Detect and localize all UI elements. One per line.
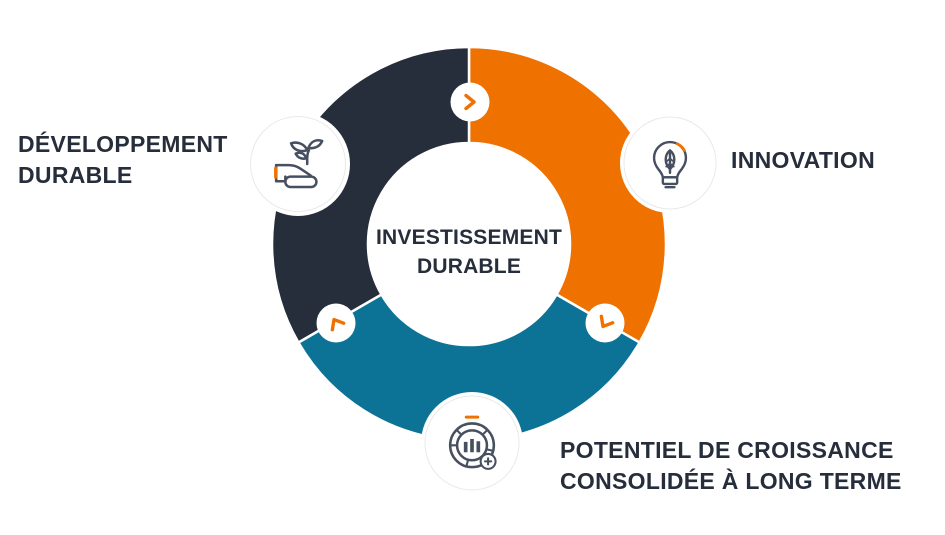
bulb-outline	[652, 140, 688, 179]
bulb-base	[661, 176, 679, 186]
flow-arrow-top	[450, 82, 490, 122]
label-line: CONSOLIDÉE À LONG TERME	[560, 468, 902, 494]
flow-arrow-bottom-right	[585, 303, 625, 343]
chart-growth-icon	[448, 415, 497, 470]
label-line: DURABLE	[18, 162, 133, 188]
sprout-leaf-small	[294, 151, 308, 160]
chevron-icon	[599, 314, 615, 329]
chart-ring-dividers	[449, 428, 495, 468]
chevron-badge-circle	[450, 82, 490, 122]
chevron-icon	[464, 93, 476, 111]
icon-circle	[250, 116, 346, 212]
hand-sprout-icon	[274, 139, 324, 189]
center-title-line2: DURABLE	[416, 255, 522, 278]
flow-arrow-bottom-left	[316, 303, 356, 343]
chart-bars	[463, 438, 481, 453]
label-potentiel-de-croissance: POTENTIEL DE CROISSANCE CONSOLIDÉE À LON…	[560, 435, 902, 497]
icon-circle-potentiel-de-croissance	[421, 392, 523, 494]
center-title-line1: INVESTISSEMENT	[376, 226, 562, 249]
label-line: DÉVELOPPEMENT	[18, 131, 228, 157]
leaf-side-veins	[665, 157, 675, 168]
label-innovation: INNOVATION	[731, 145, 875, 176]
icon-circle-innovation	[620, 113, 720, 213]
label-developpement-durable: DÉVELOPPEMENT DURABLE	[18, 129, 228, 191]
lightbulb-leaf-icon	[652, 140, 688, 189]
hand-thumb	[274, 163, 312, 177]
plus-icon	[483, 457, 493, 466]
sprout-leaf-right	[307, 139, 324, 150]
center-title: INVESTISSEMENT DURABLE	[339, 223, 599, 281]
sprout-leaf-left	[289, 141, 309, 153]
bulb-accent-arc	[675, 142, 686, 152]
segment-innovation	[467, 45, 668, 345]
chevron-badge-circle	[316, 303, 356, 343]
label-line: POTENTIEL DE CROISSANCE	[560, 437, 894, 463]
chevron-badge-circle	[585, 303, 625, 343]
segment-potentiel-de-croissance	[296, 292, 642, 443]
hand-finger-bar	[284, 175, 318, 189]
icon-circle-developpement-durable	[246, 112, 350, 216]
label-line: INNOVATION	[731, 147, 875, 173]
chevron-icon	[330, 317, 346, 332]
